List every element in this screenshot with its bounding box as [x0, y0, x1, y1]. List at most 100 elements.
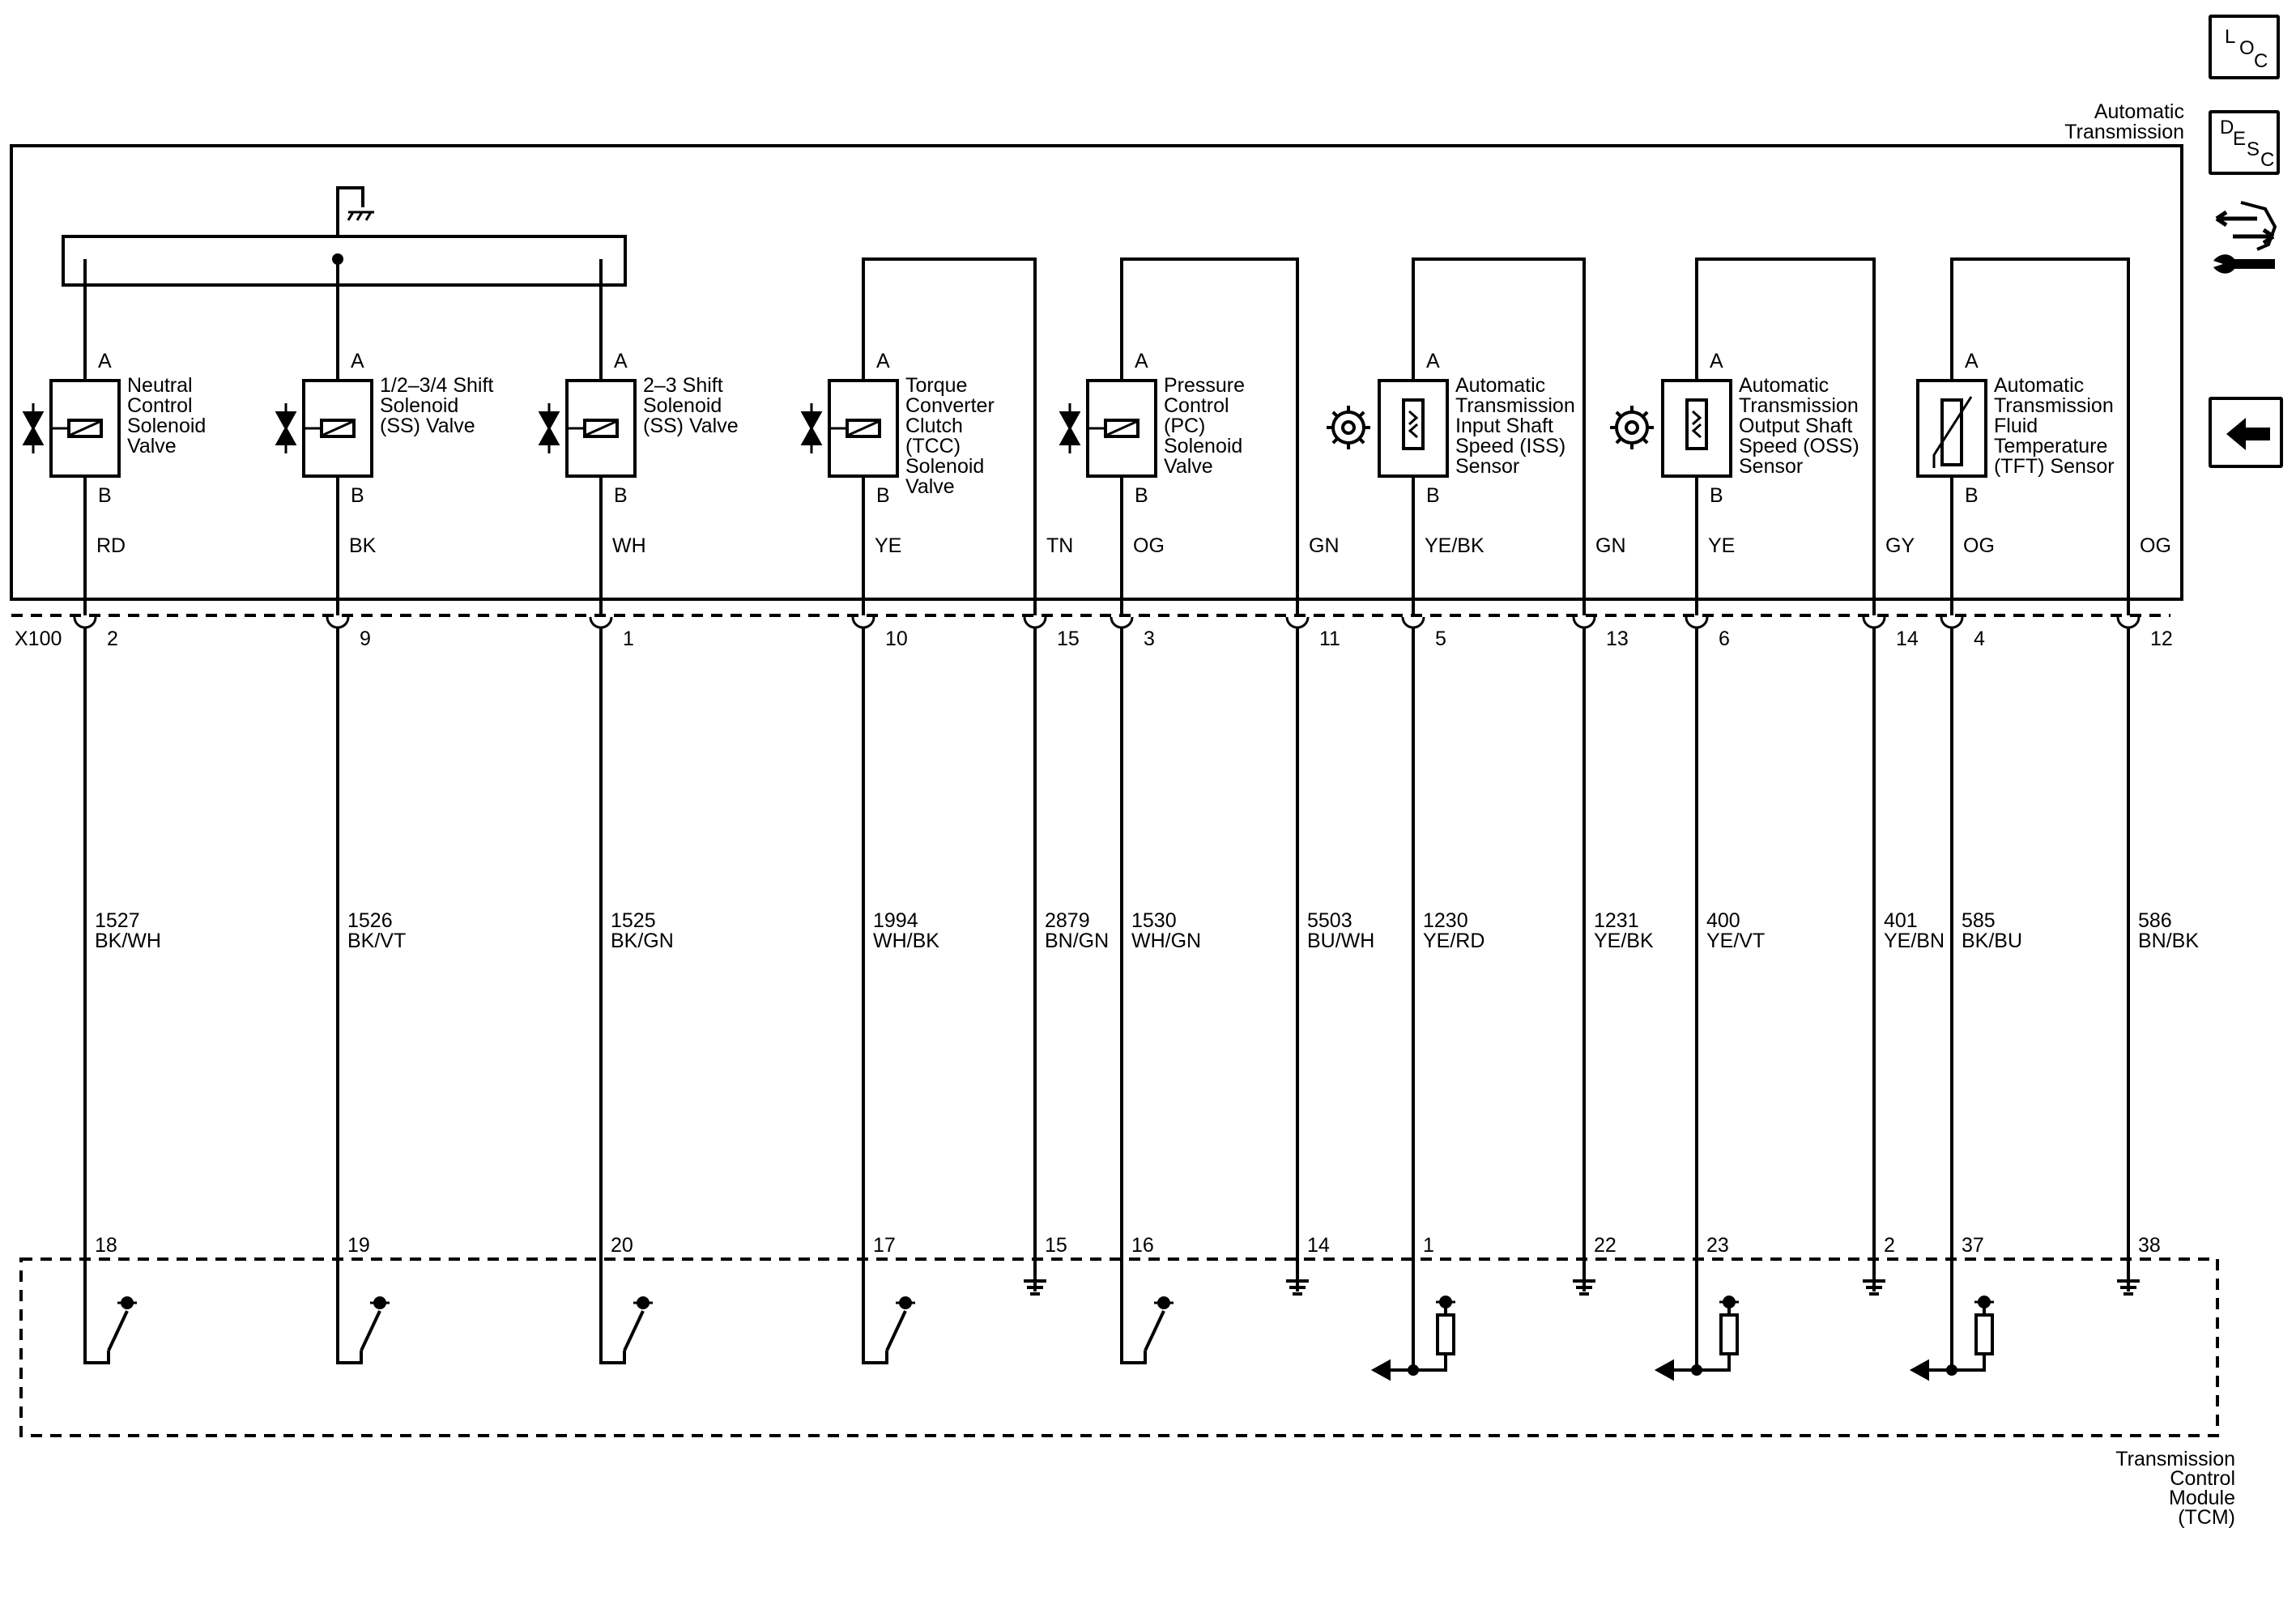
x100-pin-label: 15 [1057, 628, 1080, 650]
sensor-winding [1691, 410, 1702, 439]
gear-tooth [1642, 437, 1649, 445]
wire-color-in-label: WH [612, 534, 646, 557]
bus-riser [336, 186, 364, 236]
connector-repair-icon[interactable] [2209, 194, 2281, 283]
gear-tooth [1642, 411, 1649, 418]
circuit-number: 400 [1706, 909, 1740, 932]
solenoid-diagonal [321, 419, 355, 437]
tcm-switch-blade [107, 1310, 129, 1351]
wire-color-in-label: OG [1963, 534, 1995, 557]
gear-icon [1615, 411, 1649, 445]
pin-b-label: B [614, 484, 628, 507]
connector-terminal [1401, 616, 1425, 629]
solenoid-diagonal [68, 419, 102, 437]
x100-pin-label: 4 [1974, 628, 1985, 650]
loc-letter-l: L [2225, 26, 2236, 48]
gear-tooth [1358, 437, 1365, 445]
tcm-pin-label: 37 [1962, 1234, 1984, 1257]
chassis-ground-hatch [364, 211, 373, 221]
sensor-winding [1408, 410, 1419, 439]
tcm-pin-label: 38 [2138, 1234, 2161, 1257]
x100-pin-label: 6 [1719, 628, 1730, 650]
wire-color-label: BK/WH [95, 930, 161, 952]
connector-terminal [1285, 616, 1310, 629]
tcm-pin-label: 16 [1131, 1234, 1154, 1257]
tcm-pin-label: 14 [1307, 1234, 1330, 1257]
pin-a-label: A [1965, 350, 1979, 372]
wire-color-label: BK/BU [1962, 930, 2022, 952]
tcm-node [1946, 1364, 1957, 1376]
signal-arrow-icon [1654, 1359, 1674, 1381]
desc-letter-c: C [2260, 149, 2275, 171]
desc-letter-d: D [2220, 117, 2234, 138]
tcm-pin-label: 23 [1706, 1234, 1729, 1257]
tcm-resistor [1719, 1313, 1739, 1355]
pin-a-label: A [1135, 350, 1148, 372]
circuit-number: 1994 [873, 909, 918, 932]
connector-terminal [1862, 616, 1886, 629]
pin-a-label: A [1710, 350, 1723, 372]
tcm-resistor [1436, 1313, 1455, 1355]
connector-terminal [851, 616, 875, 629]
tcm-box [19, 1257, 2219, 1437]
chassis-ground-hatch [347, 211, 355, 221]
tcm-switch-blade [1144, 1310, 1165, 1351]
location-button[interactable]: L O C [2209, 15, 2280, 79]
circuit-number: 1526 [347, 909, 393, 932]
tcm-pin-label: 2 [1884, 1234, 1895, 1257]
wire-color-in-label: TN [1046, 534, 1073, 557]
tcm-resistor [1974, 1313, 1994, 1355]
wire-color-label: YE/BN [1884, 930, 1945, 952]
pin-b-label: B [351, 484, 364, 507]
sensor-coil [1685, 398, 1708, 450]
loc-letter-o: O [2239, 37, 2255, 59]
back-button[interactable] [2209, 397, 2283, 468]
circuit-number: 1231 [1594, 909, 1639, 932]
wire-color-label: BN/GN [1045, 930, 1109, 952]
loc-letter-c: C [2254, 50, 2268, 72]
x100-pin-label: 1 [623, 628, 634, 650]
circuit-number: 1525 [611, 909, 656, 932]
wire-color-in-label: GN [1309, 534, 1340, 557]
wire-color-in-label: GY [1885, 534, 1915, 557]
tcm-switch-blade [623, 1310, 645, 1351]
wire-color-label: WH/BK [873, 930, 939, 952]
tcm-node [1691, 1364, 1702, 1376]
x100-pin-label: 9 [360, 628, 371, 650]
tcm-switch-leg [862, 1291, 888, 1364]
x100-pin-label: 12 [2150, 628, 2173, 650]
gear-tooth [1331, 411, 1339, 418]
wire-color-in-label: YE/BK [1425, 534, 1485, 557]
pin-b-label: B [1965, 484, 1979, 507]
sensor-coil [1402, 398, 1425, 450]
pin-a-label: A [98, 350, 112, 372]
circuit-number: 585 [1962, 909, 1996, 932]
gear-hub [1341, 420, 1356, 435]
tcm-switch-leg [1120, 1291, 1147, 1364]
solenoid-diagonal [846, 419, 880, 437]
pin-b-label: B [1426, 484, 1440, 507]
wire-color-in-label: RD [96, 534, 126, 557]
description-button[interactable]: D E S C [2209, 110, 2280, 175]
wire-color-in-label: OG [2140, 534, 2171, 557]
gear-hub [1625, 420, 1639, 435]
x100-pin-label: 10 [885, 628, 908, 650]
wire-color-label: BK/VT [347, 930, 406, 952]
x100-pin-label: 11 [1319, 628, 1340, 650]
signal-arrow-icon [1909, 1359, 1929, 1381]
tcm-pin-label: 18 [95, 1234, 117, 1257]
wire-color-label: YE/RD [1423, 930, 1485, 952]
gear-tooth [1331, 437, 1339, 445]
circuit-number: 401 [1884, 909, 1918, 932]
gear-tooth [1615, 437, 1622, 445]
tcm-switch-leg [83, 1291, 110, 1364]
x100-pin-label: 13 [1606, 628, 1629, 650]
